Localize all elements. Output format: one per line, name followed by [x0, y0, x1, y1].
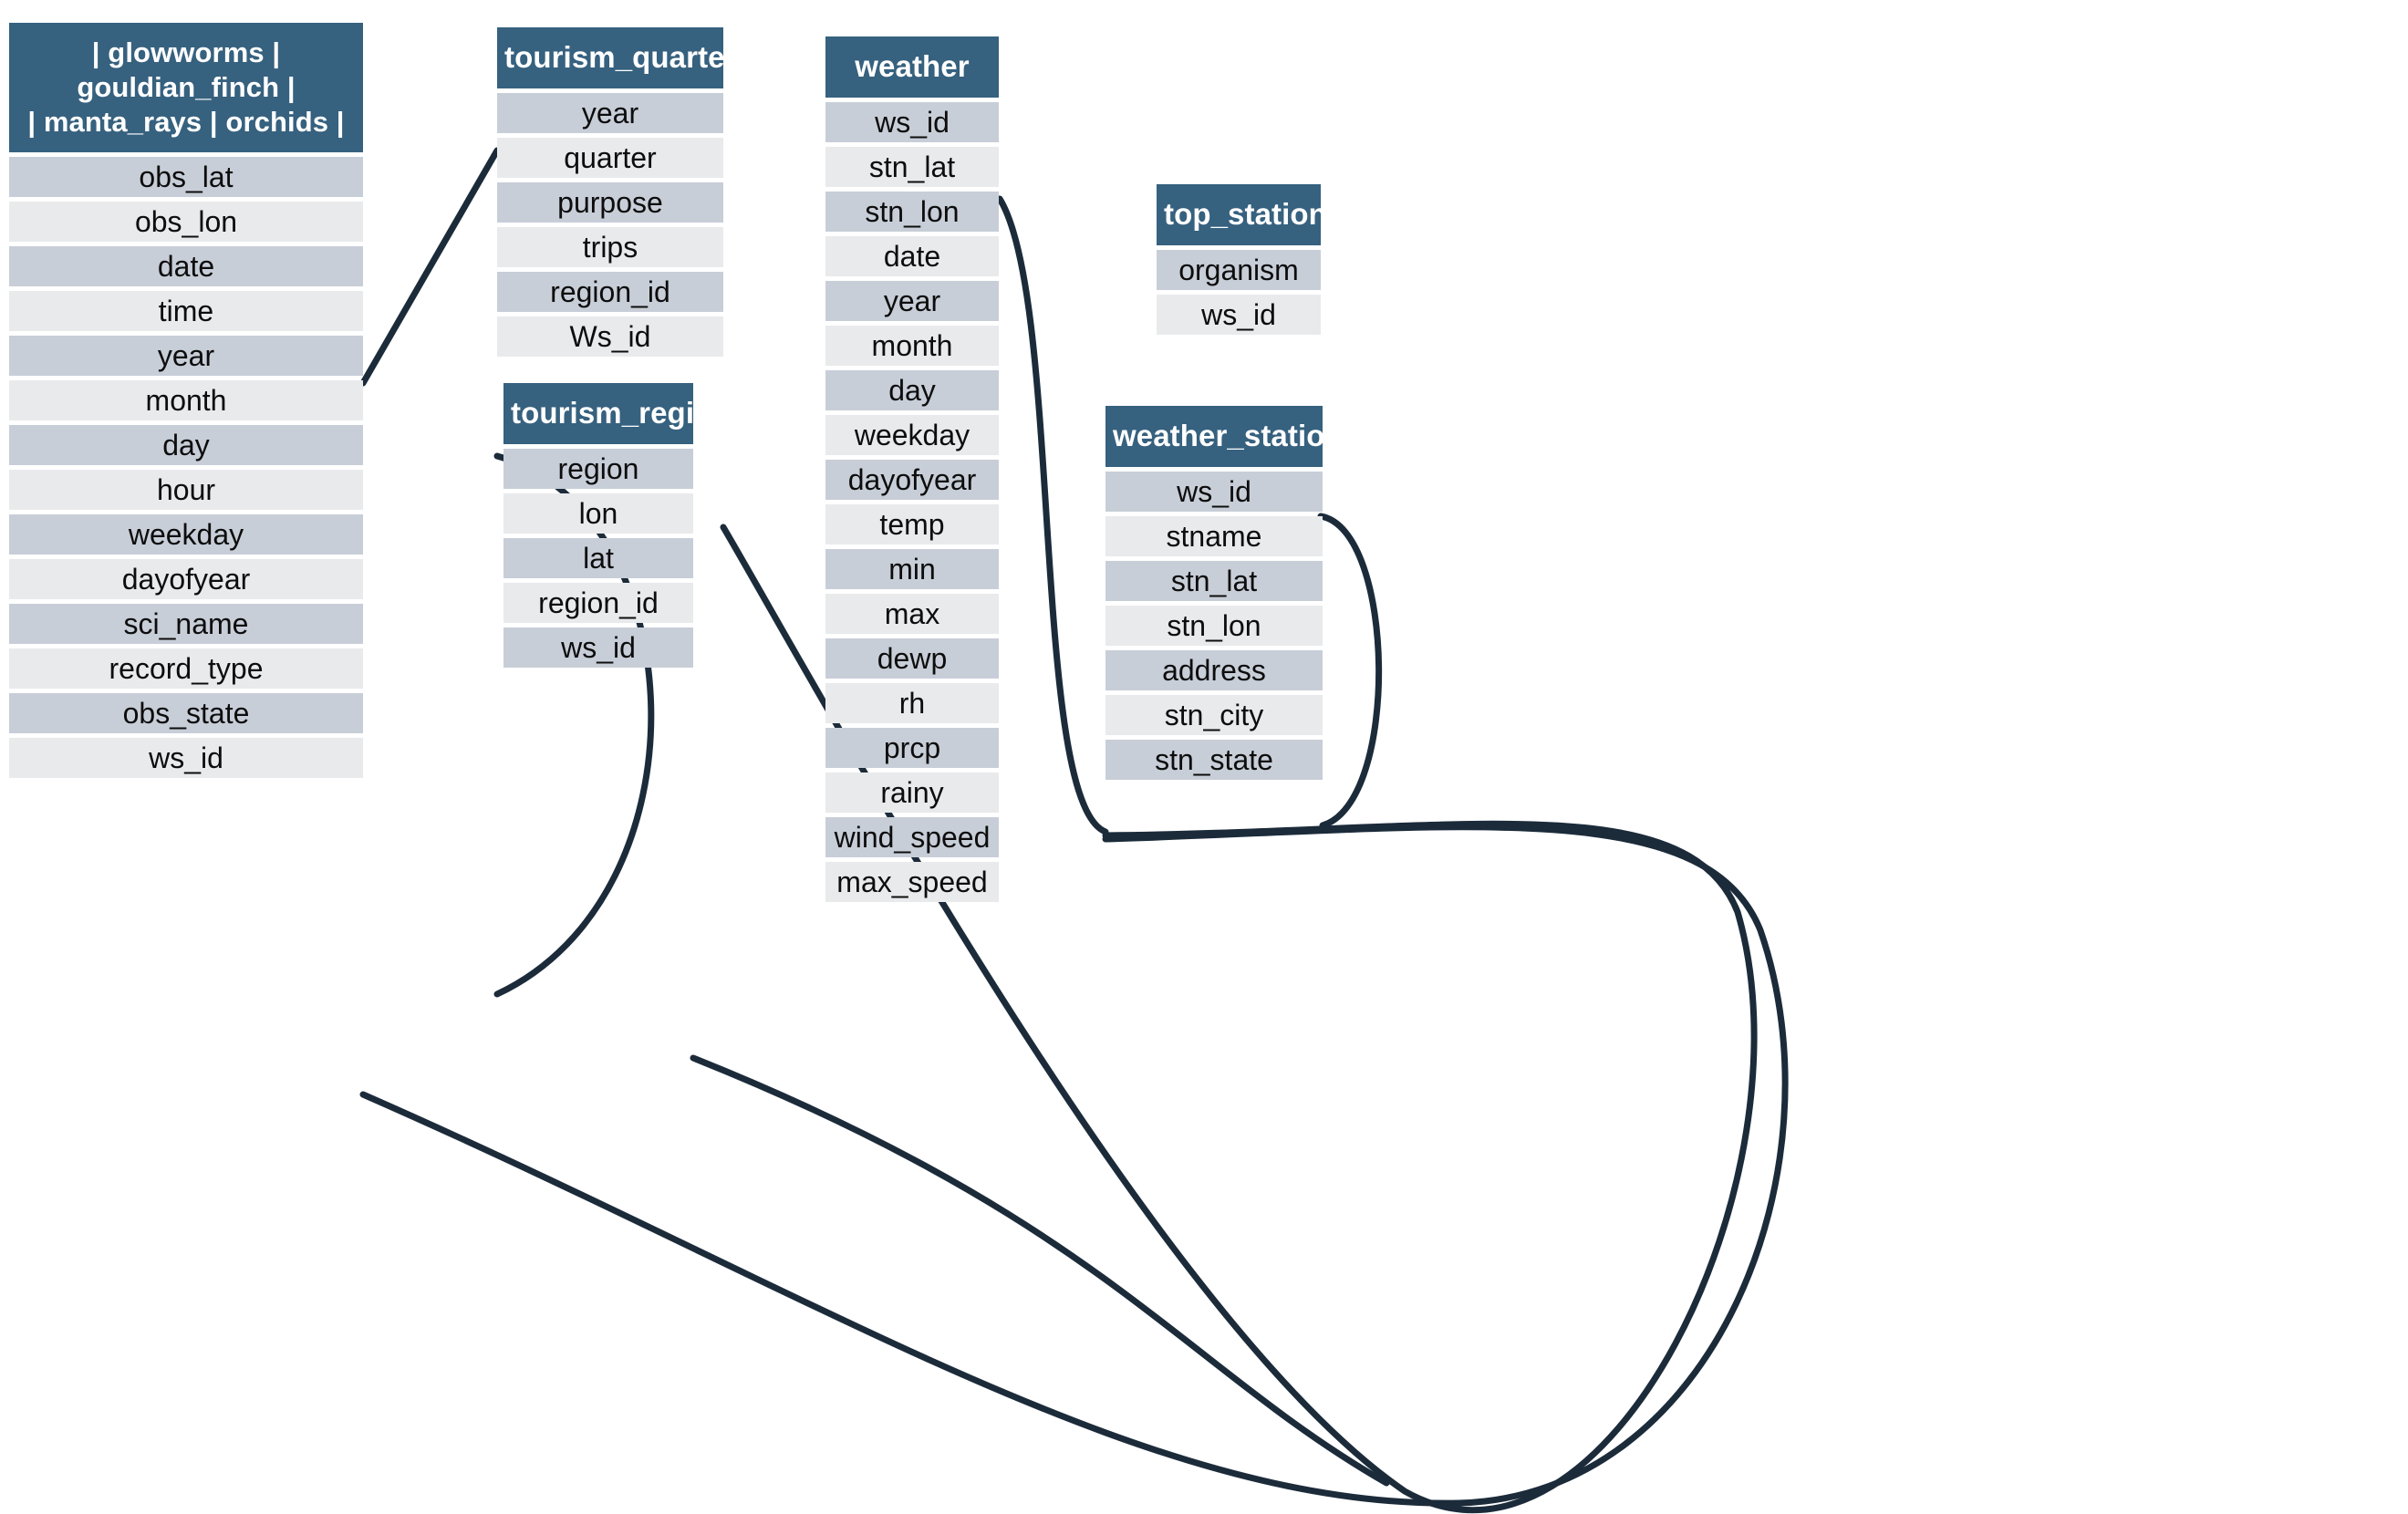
- table-observations[interactable]: | glowworms | gouldian_finch | | manta_r…: [9, 23, 363, 779]
- column-row[interactable]: region_id: [503, 583, 693, 624]
- table-weather-stations-columns: ws_id stname stn_lat stn_lon address stn…: [1105, 472, 1323, 781]
- table-observations-header-line-2: | manta_rays | orchids |: [27, 105, 345, 138]
- column-row[interactable]: dayofyear: [825, 460, 999, 501]
- edge-tr-wsid-to-ws: [690, 1054, 1390, 1487]
- column-row[interactable]: month: [9, 380, 363, 421]
- column-row[interactable]: prcp: [825, 728, 999, 769]
- column-row[interactable]: purpose: [497, 182, 723, 223]
- column-row[interactable]: year: [497, 93, 723, 134]
- column-row[interactable]: stn_city: [1105, 695, 1323, 736]
- column-row[interactable]: min: [825, 549, 999, 590]
- edge-tq-year-to-obs-time: [359, 147, 501, 387]
- column-row[interactable]: rainy: [825, 773, 999, 814]
- column-row[interactable]: ws_id: [503, 627, 693, 669]
- column-row[interactable]: stn_lon: [825, 192, 999, 233]
- table-tourism-region-columns: region lon lat region_id ws_id: [503, 449, 693, 669]
- column-row[interactable]: region_id: [497, 272, 723, 313]
- column-row[interactable]: dayofyear: [9, 559, 363, 600]
- edge-weather-to-ws: [996, 195, 1109, 835]
- table-tourism-quarterly-header: tourism_quarterly: [497, 27, 762, 89]
- table-top-stations[interactable]: top_stations organism ws_id: [1157, 184, 1344, 336]
- table-observations-columns: obs_lat obs_lon date time year month day…: [9, 157, 363, 779]
- column-row[interactable]: max: [825, 594, 999, 635]
- column-row[interactable]: day: [825, 370, 999, 411]
- column-row[interactable]: lat: [503, 538, 693, 579]
- edge-obs-wsid-to-ws: [359, 824, 1789, 1507]
- table-weather-stations-header: weather_stations: [1105, 406, 1360, 468]
- column-row[interactable]: dewp: [825, 638, 999, 679]
- table-tourism-quarterly-columns: year quarter purpose trips region_id Ws_…: [497, 93, 723, 358]
- column-row[interactable]: stn_lat: [1105, 561, 1323, 602]
- column-row[interactable]: ws_id: [1157, 295, 1321, 336]
- column-row[interactable]: stn_lon: [1105, 606, 1323, 647]
- column-row[interactable]: Ws_id: [497, 316, 723, 358]
- table-observations-header: | glowworms | gouldian_finch | | manta_r…: [9, 23, 363, 153]
- table-weather-columns: ws_id stn_lat stn_lon date year month da…: [825, 102, 999, 903]
- column-row[interactable]: obs_state: [9, 693, 363, 734]
- column-row[interactable]: quarter: [497, 138, 723, 179]
- column-row[interactable]: trips: [497, 227, 723, 268]
- column-row[interactable]: weekday: [825, 415, 999, 456]
- table-weather-header: weather: [825, 36, 999, 99]
- column-row[interactable]: weekday: [9, 514, 363, 555]
- column-row[interactable]: ws_id: [9, 738, 363, 779]
- column-row[interactable]: sci_name: [9, 604, 363, 645]
- column-row[interactable]: hour: [9, 470, 363, 511]
- table-tourism-region[interactable]: tourism_region region lon lat region_id …: [503, 383, 732, 669]
- column-row[interactable]: ws_id: [1105, 472, 1323, 513]
- edge-tq-wsid-to-ws: [720, 524, 1758, 1514]
- column-row[interactable]: ws_id: [825, 102, 999, 143]
- column-row[interactable]: record_type: [9, 648, 363, 690]
- table-tourism-region-header: tourism_region: [503, 383, 732, 445]
- column-row[interactable]: temp: [825, 504, 999, 545]
- column-row[interactable]: stn_lat: [825, 147, 999, 188]
- column-row[interactable]: rh: [825, 683, 999, 724]
- column-row[interactable]: address: [1105, 650, 1323, 691]
- column-row[interactable]: year: [9, 336, 363, 377]
- column-row[interactable]: month: [825, 326, 999, 367]
- table-tourism-quarterly[interactable]: tourism_quarterly year quarter purpose t…: [497, 27, 762, 358]
- column-row[interactable]: date: [9, 246, 363, 287]
- column-row[interactable]: stname: [1105, 516, 1323, 557]
- column-row[interactable]: max_speed: [825, 862, 999, 903]
- column-row[interactable]: time: [9, 291, 363, 332]
- column-row[interactable]: organism: [1157, 250, 1321, 291]
- column-row[interactable]: region: [503, 449, 693, 490]
- table-weather[interactable]: weather ws_id stn_lat stn_lon date year …: [825, 36, 999, 903]
- column-row[interactable]: date: [825, 236, 999, 277]
- column-row[interactable]: year: [825, 281, 999, 322]
- column-row[interactable]: stn_state: [1105, 740, 1323, 781]
- column-row[interactable]: day: [9, 425, 363, 466]
- column-row[interactable]: obs_lat: [9, 157, 363, 198]
- table-top-stations-columns: organism ws_id: [1157, 250, 1321, 336]
- edge-topstations-to-ws: [1317, 513, 1383, 829]
- table-weather-stations[interactable]: weather_stations ws_id stname stn_lat st…: [1105, 406, 1360, 781]
- column-row[interactable]: lon: [503, 493, 693, 534]
- table-top-stations-header: top_stations: [1157, 184, 1344, 246]
- table-observations-header-line-1: | glowworms | gouldian_finch |: [77, 36, 296, 103]
- column-row[interactable]: wind_speed: [825, 817, 999, 858]
- column-row[interactable]: obs_lon: [9, 202, 363, 243]
